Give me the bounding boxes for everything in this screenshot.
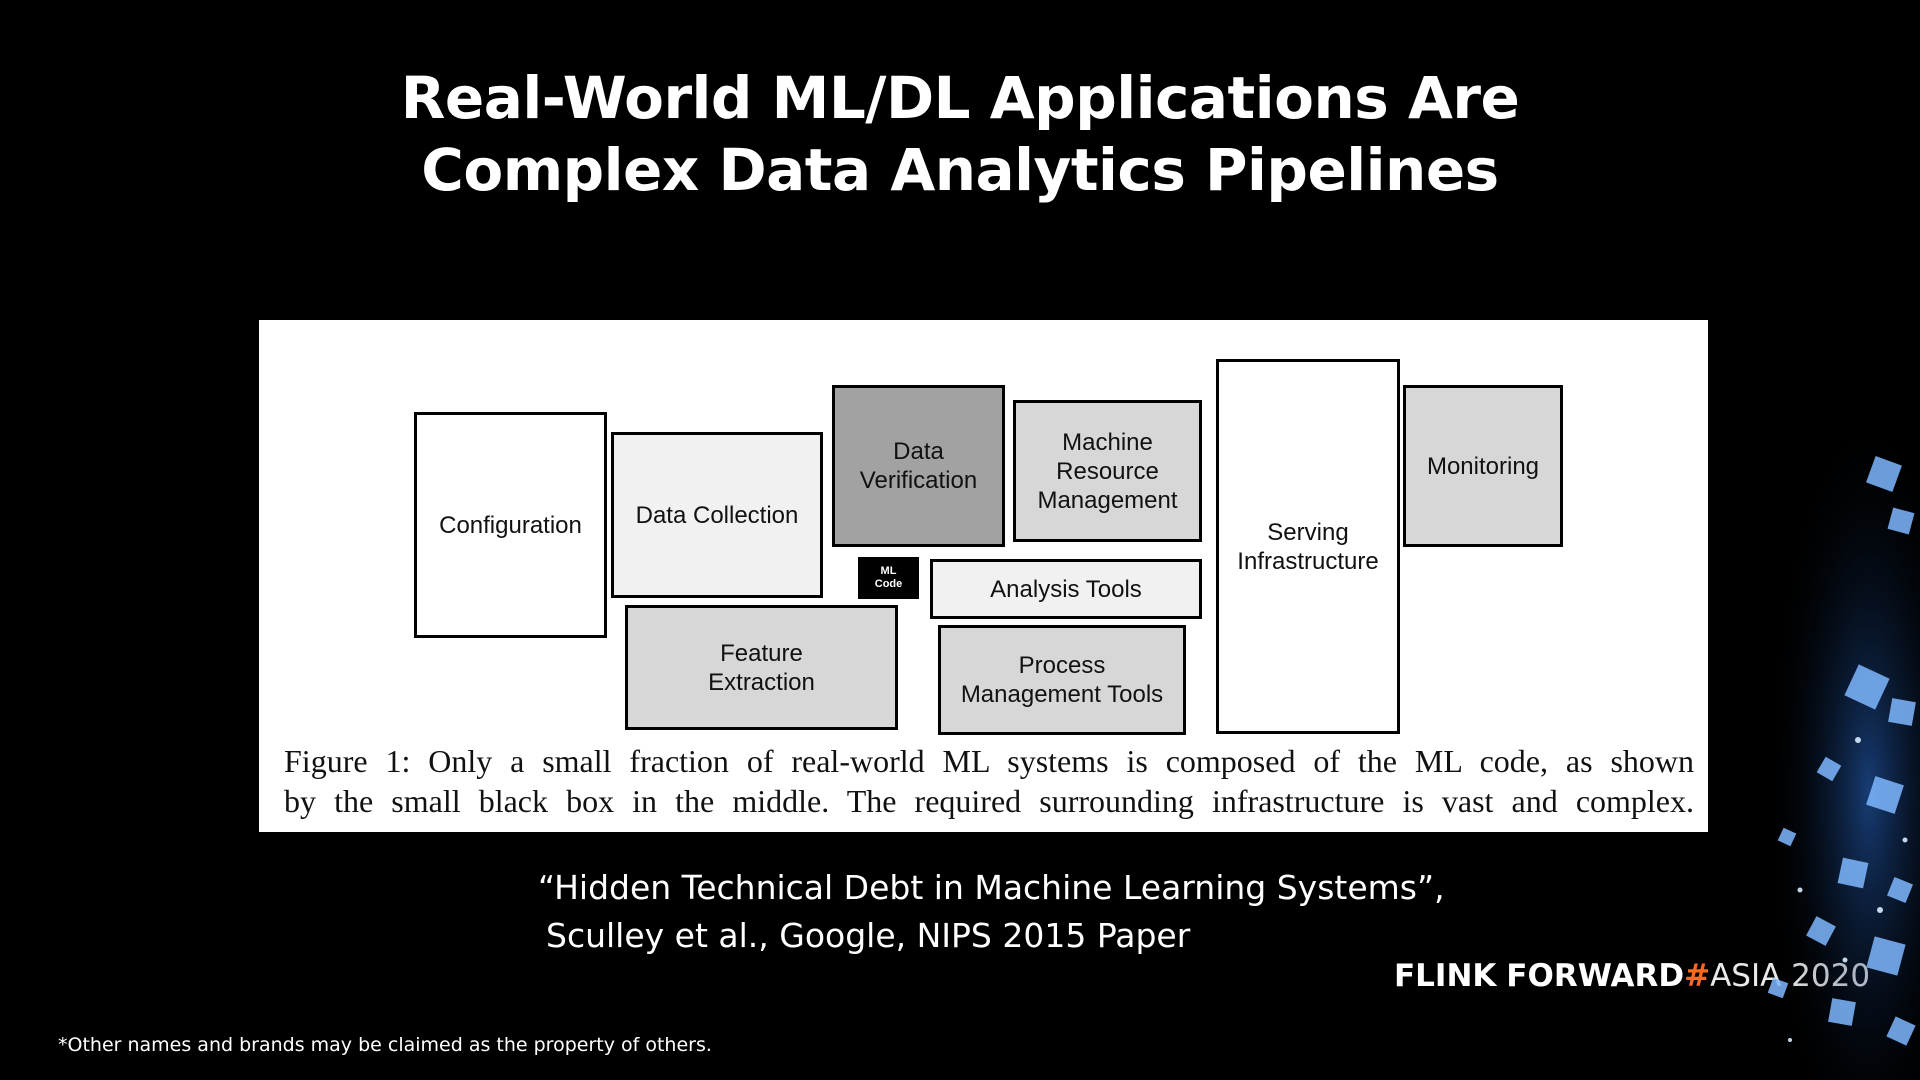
box-serving-infrastructure: Serving Infrastructure [1216, 359, 1400, 734]
box-machine-resource-management: Machine Resource Management [1013, 400, 1202, 542]
citation-line-2: Sculley et al., Google, NIPS 2015 Paper [546, 916, 1191, 955]
figure-panel: Configuration Data Collection Data Verif… [259, 320, 1708, 832]
figure-caption-line-1: Figure 1: Only a small fraction of real-… [284, 743, 1694, 779]
footnote: *Other names and brands may be claimed a… [58, 1034, 712, 1056]
box-process-management-tools: Process Management Tools [938, 625, 1186, 735]
slide-title-line-1: Real-World ML/DL Applications Are [400, 64, 1520, 132]
box-data-verification: Data Verification [832, 385, 1005, 547]
box-monitoring: Monitoring [1403, 385, 1563, 547]
box-feature-extraction: Feature Extraction [625, 605, 898, 730]
box-analysis-tools: Analysis Tools [930, 559, 1202, 619]
brand-forward: FORWARD [1506, 958, 1685, 994]
flink-forward-logo: FLINK FORWARD#ASIA 2020 [1394, 958, 1870, 994]
paper-citation: “Hidden Technical Debt in Machine Learni… [538, 864, 1445, 960]
brand-flink: FLINK [1394, 958, 1497, 994]
slide-title-line-2: Complex Data Analytics Pipelines [421, 136, 1499, 204]
figure-caption-line-2: by the small black box in the middle. Th… [284, 783, 1694, 819]
brand-hash: # [1684, 958, 1711, 994]
box-data-collection: Data Collection [611, 432, 823, 598]
figure-caption: Figure 1: Only a small fraction of real-… [284, 741, 1694, 821]
box-configuration: Configuration [414, 412, 607, 638]
box-ml-code: ML Code [858, 557, 919, 599]
slide-title: Real-World ML/DL Applications Are Comple… [0, 62, 1920, 206]
brand-asia: ASIA 2020 [1710, 958, 1871, 994]
citation-line-1: “Hidden Technical Debt in Machine Learni… [538, 868, 1445, 907]
